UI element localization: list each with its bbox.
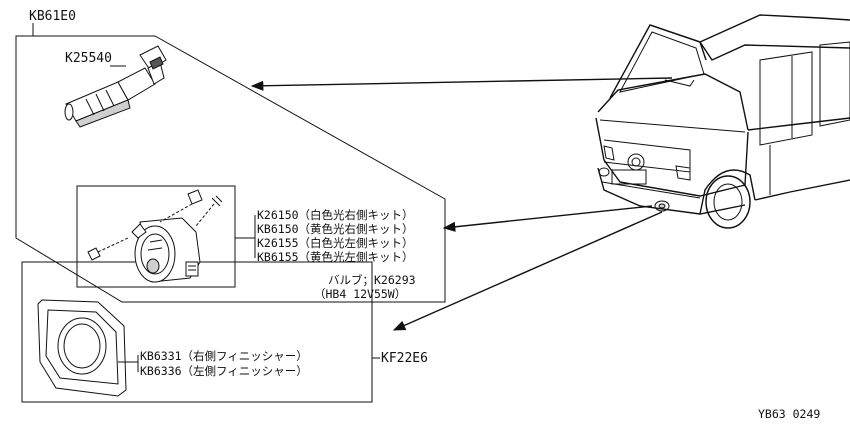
fog-lamp-box [76, 185, 236, 288]
finisher-label-right: KB6331（右側フィニッシャー） [140, 349, 308, 363]
switch-label: K25540 [65, 51, 112, 66]
finisher-label-bracket [118, 355, 139, 372]
kit-outline [15, 35, 446, 303]
bulb-spec-label: （HB4 12V55W） [314, 287, 406, 301]
finisher-arrow [392, 211, 663, 331]
fog-lamp-label-3: K26155（白色光左側キット） [257, 236, 414, 250]
fog-lamp-assembly [87, 189, 223, 283]
fog-lamp-label-4: KB6155（黄色光左側キット） [257, 250, 414, 264]
fog-lamp-arrow [442, 205, 653, 232]
fog-lamp-label-1: K26150（白色光右側キット） [257, 208, 414, 222]
finisher-label-left: KB6336（左側フィニッシャー） [140, 364, 308, 378]
switch-arrow [250, 77, 673, 91]
fog-lamp-label-2: KB6150（黄色光右側キット） [257, 222, 414, 236]
figure-code: YB63 0249 [758, 407, 820, 421]
kit-label: KB61E0 [29, 9, 76, 24]
finisher-group-label: KF22E6 [381, 351, 428, 366]
vehicle-illustration [595, 14, 850, 229]
bulb-label: バルブ；K26293 [328, 273, 416, 287]
fog-finisher [37, 299, 127, 397]
combination-switch [64, 45, 167, 128]
fog-lamp-label-bracket [235, 215, 256, 258]
